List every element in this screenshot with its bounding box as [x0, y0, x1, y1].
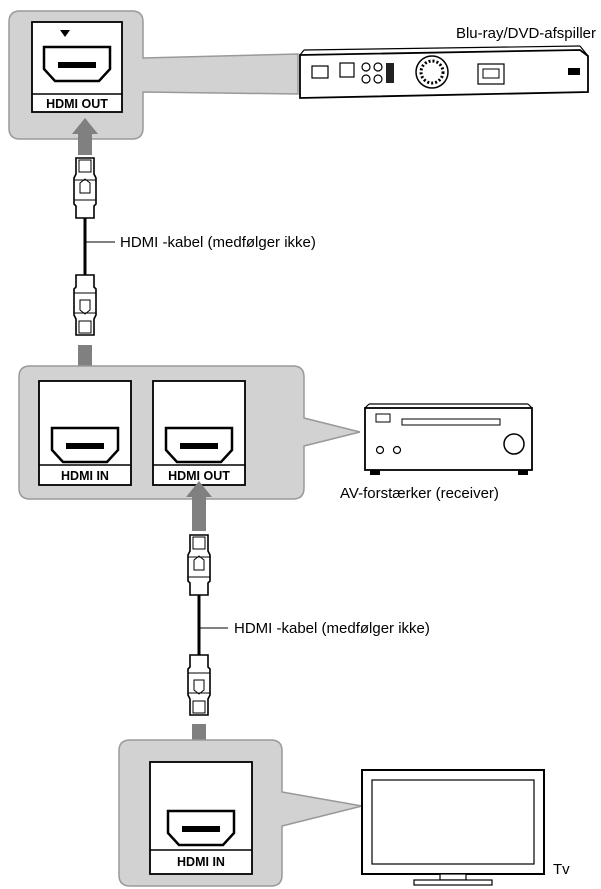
hdmi-plug-icon — [187, 654, 211, 716]
tv-device — [361, 769, 545, 886]
tv-port-label: HDMI IN — [177, 855, 225, 869]
blu-ray-player-device — [299, 45, 589, 99]
receiver-in-label: HDMI IN — [61, 469, 109, 483]
hdmi-plug-icon — [73, 157, 97, 219]
tv-port-group: HDMI IN — [118, 739, 363, 887]
receiver-out-label: HDMI OUT — [168, 469, 230, 483]
player-port-label: HDMI OUT — [46, 97, 108, 111]
av-receiver-device — [364, 403, 533, 475]
arrow-up-icon — [186, 481, 212, 497]
tv-label: Tv — [553, 861, 570, 878]
hdmi-socket-icon — [42, 45, 112, 83]
receiver-label: AV-forstærker (receiver) — [340, 485, 499, 502]
hdmi-socket-icon — [164, 426, 234, 464]
arrow-up-shaft — [78, 133, 92, 155]
cable-1-label: HDMI -kabel (medfølger ikke) — [120, 234, 316, 251]
player-label: Blu-ray/DVD-afspiller — [456, 25, 596, 42]
hdmi-plug-icon — [73, 274, 97, 336]
cable-2-label: HDMI -kabel (medfølger ikke) — [234, 620, 430, 637]
receiver-port-group: HDMI IN HDMI OUT — [18, 365, 361, 500]
player-port-group: HDMI OUT — [8, 10, 299, 140]
arrow-up-icon — [72, 118, 98, 134]
hdmi-socket-icon — [166, 809, 236, 847]
hdmi-socket-icon — [50, 426, 120, 464]
hdmi-plug-icon — [187, 534, 211, 596]
triangle-marker-icon — [60, 30, 70, 37]
arrow-up-shaft — [192, 494, 206, 531]
